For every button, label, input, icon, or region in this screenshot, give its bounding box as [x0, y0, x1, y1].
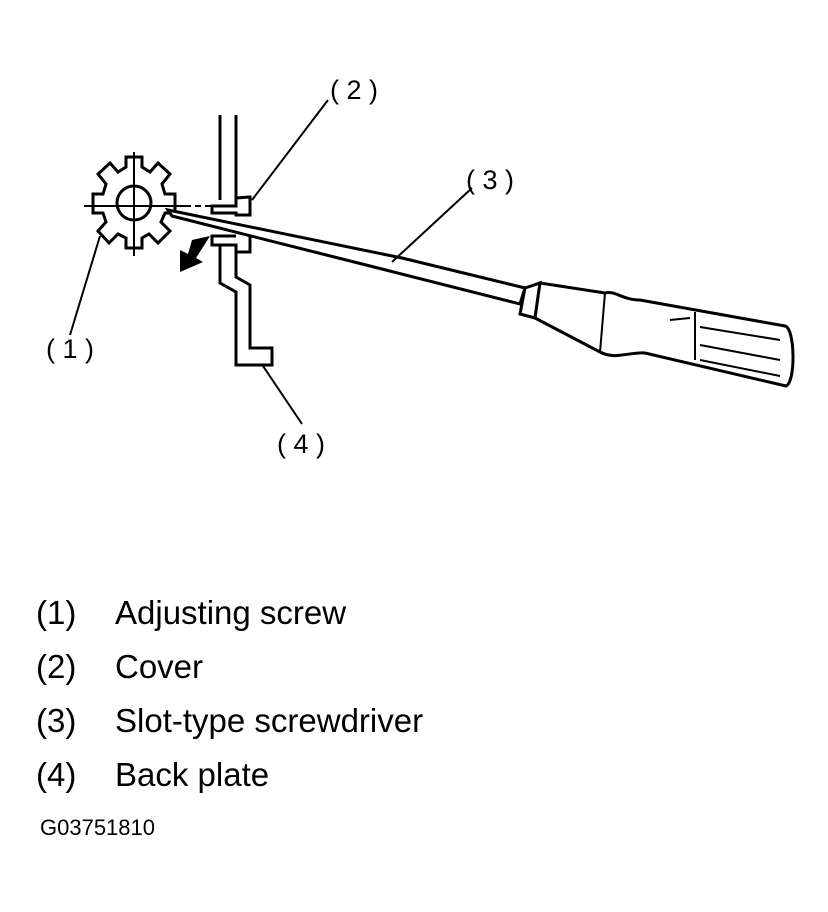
legend-label: Cover: [115, 648, 204, 685]
callout-1: ( 1 ): [46, 334, 94, 364]
legend-number: (3): [36, 702, 77, 739]
back-plate: [218, 115, 274, 367]
legend-number: (2): [36, 648, 77, 685]
legend-label: Adjusting screw: [115, 594, 347, 631]
callout-2: ( 2 ): [330, 75, 378, 105]
rotation-arrow-icon: [180, 236, 210, 272]
adjusting-screw-icon: [84, 152, 212, 256]
screwdriver-icon: [164, 207, 795, 388]
figure-id: G03751810: [40, 815, 155, 840]
legend-number: (1): [36, 594, 77, 631]
legend-label: Back plate: [115, 756, 270, 793]
leader-lines: [69, 99, 473, 425]
legend-label: Slot-type screwdriver: [115, 702, 424, 739]
cover: [210, 195, 252, 254]
brake-adjustment-diagram: ( 1 ) ( 2 ) ( 3 ) ( 4 ): [46, 75, 795, 459]
callout-3: ( 3 ): [466, 165, 514, 195]
callout-4: ( 4 ): [277, 429, 325, 459]
legend-number: (4): [36, 756, 77, 793]
